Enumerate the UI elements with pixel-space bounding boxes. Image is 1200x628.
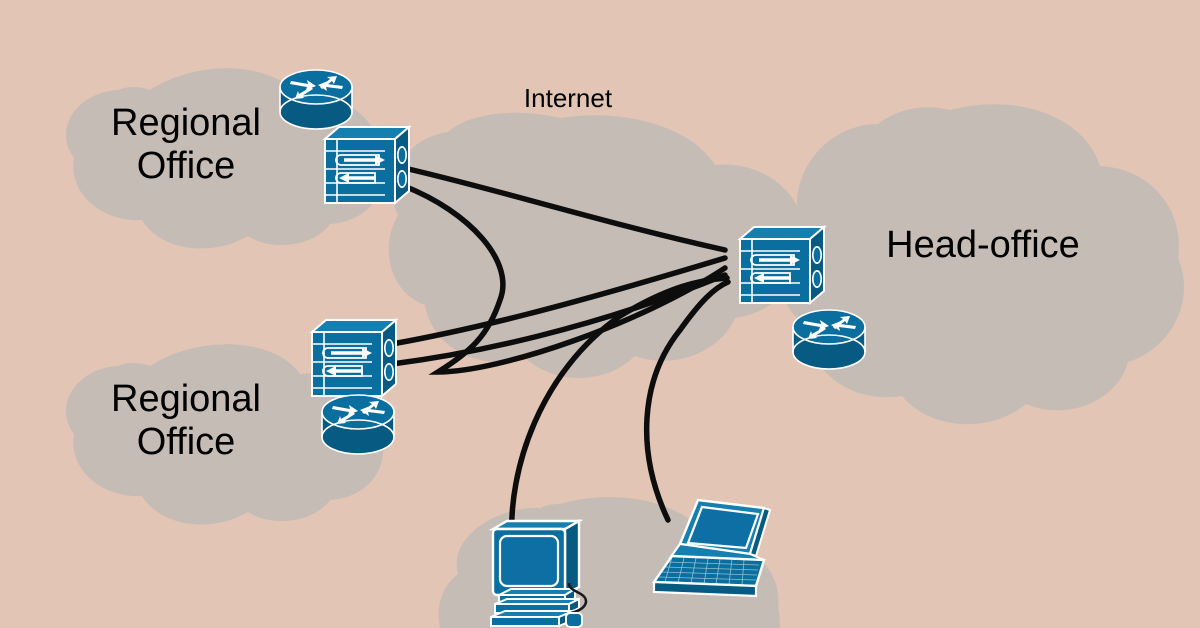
regional-office-top-label-line2: Office [137,145,236,187]
cloud-regional-office-bottom [65,344,384,525]
device-router-regional-bottom[interactable] [321,394,395,455]
device-switch-regional-top[interactable] [324,126,410,204]
regional-office-top-label-line1: Regional [111,102,261,144]
link-line [389,255,728,347]
device-workstation-pc[interactable] [489,519,588,628]
link-line [508,275,730,543]
link-line [401,165,728,253]
label-regional-office-top: Regional Office [111,102,261,187]
device-switch-head-office[interactable] [739,226,825,304]
device-switch-regional-bottom[interactable] [311,319,397,397]
regional-office-bottom-label-line2: Office [137,421,236,463]
device-router-head-office[interactable] [792,309,866,370]
connection-links [389,165,731,543]
label-head-office: Head-office [886,224,1080,266]
label-internet: Internet [524,83,613,113]
head-office-label: Head-office [886,224,1080,266]
regional-office-bottom-label-line1: Regional [111,378,261,420]
label-regional-office-bottom: Regional Office [111,378,261,463]
cloud-head-office [777,104,1185,425]
link-line [643,279,731,523]
internet-label: Internet [524,83,613,113]
device-router-regional-top[interactable] [279,69,353,130]
link-line [389,272,728,367]
